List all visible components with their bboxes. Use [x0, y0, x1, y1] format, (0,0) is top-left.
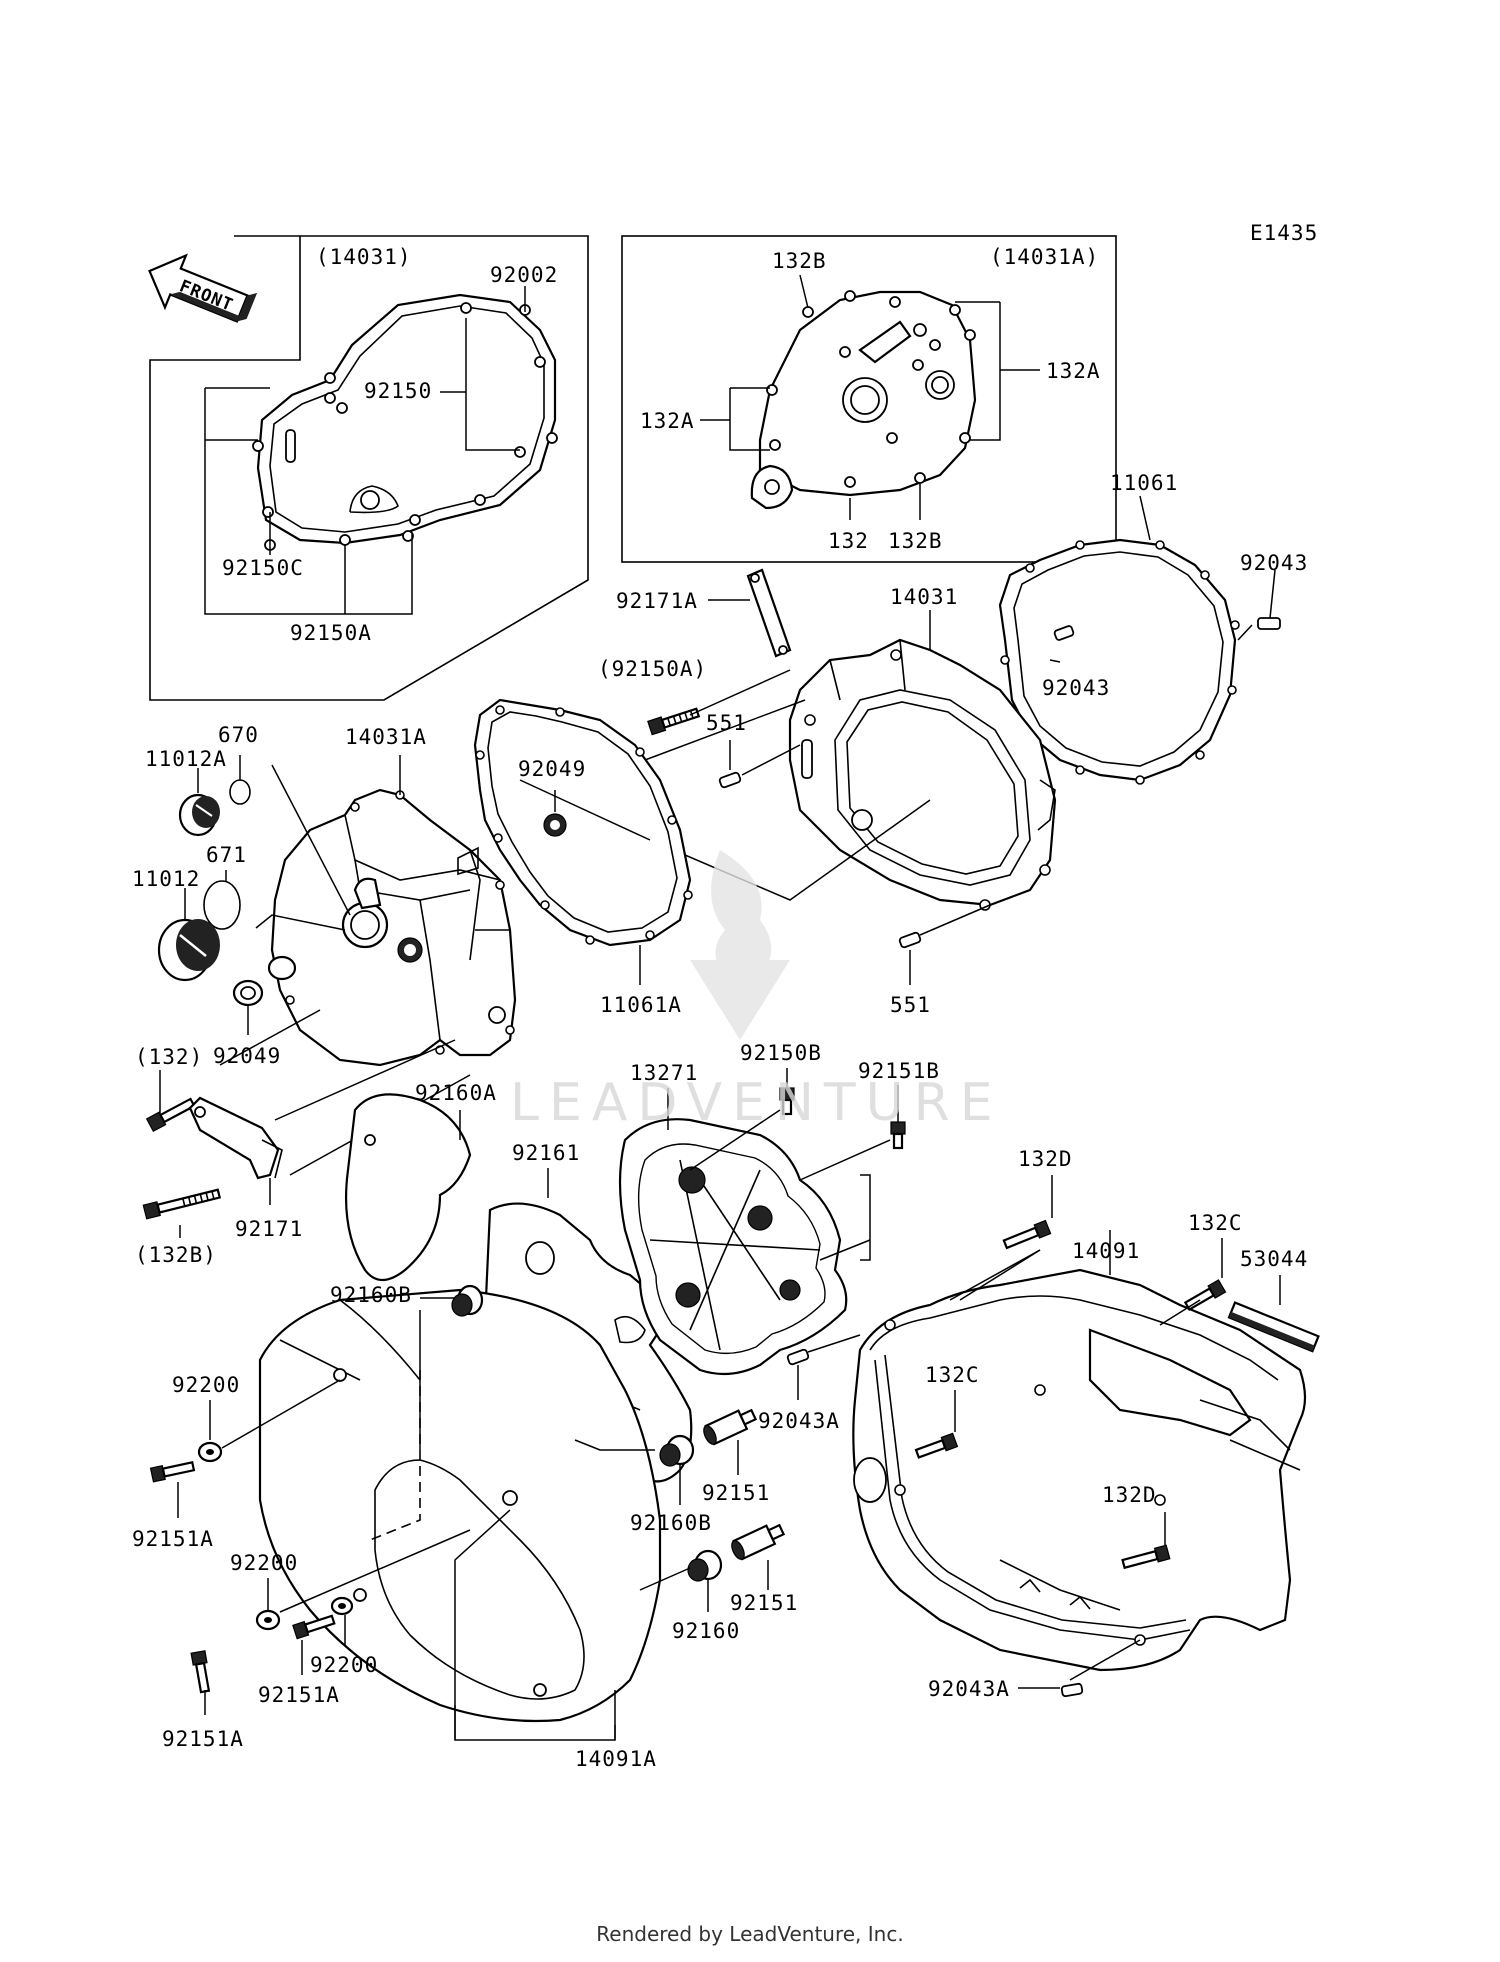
- plug-11012A: [178, 793, 220, 837]
- label-92043A-mid: 92043A: [758, 1409, 840, 1433]
- bolt-92151A-b: [292, 1614, 336, 1640]
- bolt-92151A-c: [190, 1650, 211, 1694]
- label-13271: 13271: [630, 1061, 698, 1085]
- bolt-132B: [142, 1188, 222, 1220]
- label-92160A: 92160A: [415, 1081, 497, 1105]
- label-551-top: 551: [706, 711, 747, 735]
- inset-left-title: (14031): [316, 245, 412, 269]
- bolt-132D-low: [1121, 1544, 1171, 1570]
- label-92049-gasket: 92049: [518, 757, 586, 781]
- bushing-92049: [232, 955, 297, 1007]
- label-132D-top: 132D: [1018, 1147, 1073, 1171]
- pad-92160A: [344, 1093, 472, 1282]
- label-92049-left: 92049: [213, 1044, 281, 1068]
- label-92151A-a: 92151A: [132, 1527, 214, 1551]
- diagram-code: E1435: [1250, 221, 1318, 245]
- label-92171A: 92171A: [616, 589, 698, 613]
- label-132C-low: 132C: [925, 1363, 980, 1387]
- bolt-132: [145, 1097, 196, 1132]
- label-92200-a: 92200: [172, 1373, 240, 1397]
- label-11061: 11061: [1110, 471, 1178, 495]
- label-132-paren: (132): [135, 1045, 203, 1069]
- inset-left: (14031) 92002 92150 92150C 92150A: [149, 235, 589, 701]
- label-670: 670: [218, 723, 259, 747]
- label-92160B-top: 92160B: [330, 1283, 412, 1307]
- grommet-92160B-mid: [659, 1434, 695, 1467]
- label-92161: 92161: [512, 1141, 580, 1165]
- label-14091: 14091: [1072, 1239, 1140, 1263]
- label-11012: 11012: [132, 867, 200, 891]
- label-92002: 92002: [490, 263, 558, 287]
- bolt-92151A-a: [149, 1461, 196, 1483]
- label-92151B: 92151B: [858, 1059, 940, 1083]
- cover-14031: [788, 638, 1057, 911]
- label-92043A-low: 92043A: [928, 1677, 1010, 1701]
- spacer-92151-low: [731, 1523, 786, 1561]
- label-92160B-mid: 92160B: [630, 1511, 712, 1535]
- svg-text:LEADVENTURE: LEADVENTURE: [510, 1073, 1003, 1133]
- label-551-bottom: 551: [890, 993, 931, 1017]
- label-671: 671: [206, 843, 247, 867]
- label-132D-low: 132D: [1102, 1483, 1157, 1507]
- label-14031: 14031: [890, 585, 958, 609]
- spacer-92151-mid: [703, 1408, 758, 1446]
- bracket-92171: [188, 1096, 280, 1180]
- bolt-132C-top: [1183, 1279, 1227, 1311]
- label-14031A: 14031A: [345, 725, 427, 749]
- front-arrow-icon: FRONT: [148, 253, 258, 323]
- label-14091A: 14091A: [575, 1747, 657, 1771]
- label-92150A-bolt: (92150A): [598, 657, 707, 681]
- bolt-92150A: [647, 707, 701, 736]
- label-92151A-b: 92151A: [258, 1683, 340, 1707]
- bolt-92150B: [779, 1087, 795, 1116]
- bolt-132C-low: [914, 1432, 959, 1459]
- label-92151-low: 92151: [730, 1591, 798, 1615]
- footer-credit: Rendered by LeadVenture, Inc.: [596, 1922, 904, 1946]
- cover-14091A: [258, 1288, 662, 1723]
- strap-92171A: [746, 568, 792, 658]
- inset-right: (14031A) 132B 132A 132A 132 132B: [621, 235, 1117, 563]
- label-92160: 92160: [672, 1619, 740, 1643]
- label-132B-paren: (132B): [135, 1243, 217, 1267]
- label-92151-mid: 92151: [702, 1481, 770, 1505]
- label-132B-bottom: 132B: [888, 529, 943, 553]
- gasket-11061A: [473, 698, 693, 947]
- gasket-outline: [256, 293, 557, 545]
- cover-14091: [852, 1268, 1307, 1672]
- label-132A-right: 132A: [1046, 359, 1101, 383]
- inset-right-title: (14031A): [990, 245, 1099, 269]
- watermark: LEADVENTURE: [510, 850, 1003, 1133]
- label-92043-right: 92043: [1240, 551, 1308, 575]
- label-92150A: 92150A: [290, 621, 372, 645]
- grommet-92160: [687, 1549, 723, 1582]
- label-132A-left: 132A: [640, 409, 695, 433]
- label-92200-b: 92200: [230, 1551, 298, 1575]
- grommet-92160B-top: [451, 1284, 484, 1317]
- plug-11012: [157, 918, 220, 982]
- bolt-132D-top: [1002, 1219, 1052, 1250]
- plate-13271: [618, 1118, 848, 1376]
- cover-14031A: [270, 788, 517, 1067]
- label-92150B: 92150B: [740, 1041, 822, 1065]
- label-53044: 53044: [1240, 1247, 1308, 1271]
- label-92043-inner: 92043: [1042, 676, 1110, 700]
- rod-53044: [1227, 1301, 1320, 1353]
- gasket-11061: [998, 538, 1240, 785]
- label-132B-top: 132B: [772, 249, 827, 273]
- label-11012A: 11012A: [145, 747, 227, 771]
- label-11061A: 11061A: [600, 993, 682, 1017]
- label-92150C: 92150C: [222, 556, 304, 580]
- label-92150: 92150: [364, 379, 432, 403]
- label-92171: 92171: [235, 1217, 303, 1241]
- label-132: 132: [828, 529, 869, 553]
- label-92151A-c: 92151A: [162, 1727, 244, 1751]
- label-92200-c: 92200: [310, 1653, 378, 1677]
- label-132C-top: 132C: [1188, 1211, 1243, 1235]
